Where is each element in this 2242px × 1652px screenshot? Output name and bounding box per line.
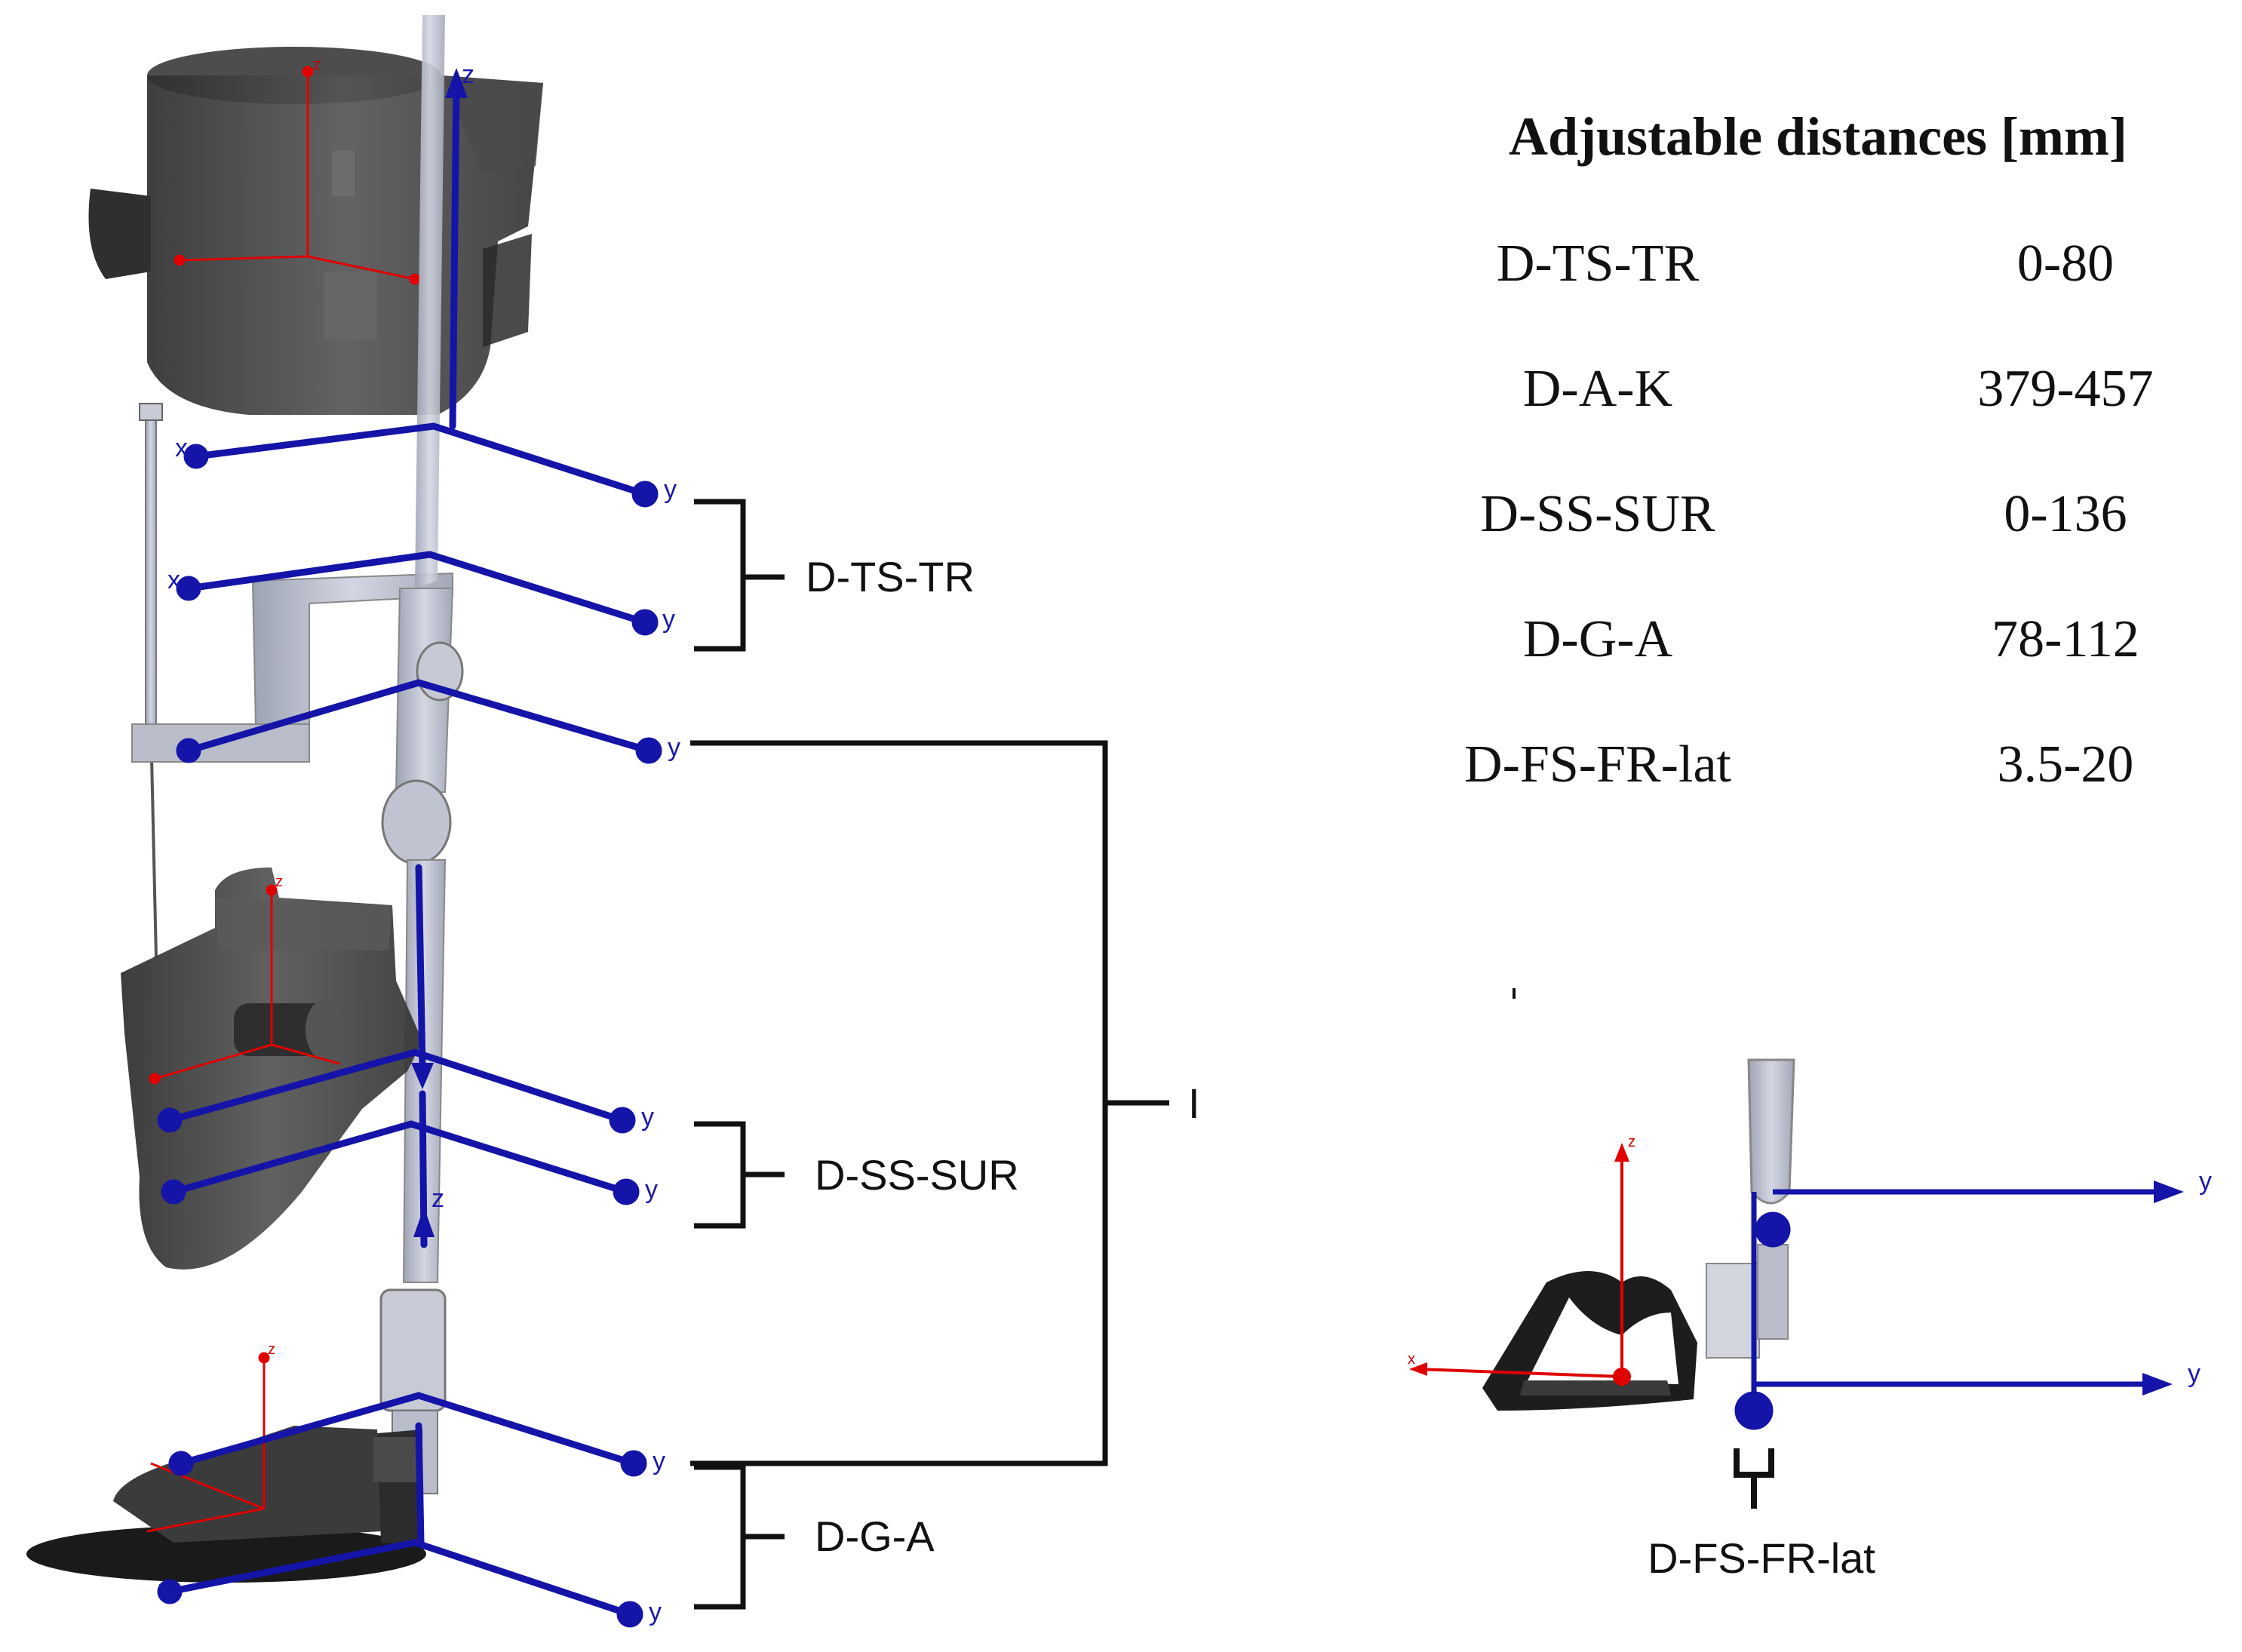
- row-name-4: D-FS-FR-lat: [1464, 735, 1731, 794]
- stray-mark: [1513, 988, 1516, 999]
- frame6-y-label: y: [653, 1447, 665, 1475]
- detail-y-label-bottom: y: [2188, 1359, 2201, 1388]
- foot-detail: z x y y D-FS-FR-lat: [1408, 988, 2212, 1582]
- label-d-g-a: D-G-A: [815, 1512, 935, 1560]
- lateral-rod: [139, 403, 163, 959]
- frame4-y-label: y: [641, 1103, 654, 1132]
- foot-plate: [26, 1426, 426, 1583]
- shank-shell-axes: [149, 884, 340, 1085]
- row-name-0: D-TS-TR: [1497, 235, 1700, 293]
- foot-z-label: z: [268, 1341, 275, 1358]
- detail-y-label-top: y: [2199, 1167, 2212, 1196]
- shank-shell: [121, 867, 422, 1270]
- frame1-y-label: y: [664, 475, 677, 504]
- row-range-3: 78-112: [1992, 610, 2139, 668]
- detail-shoe-sole: [1520, 1380, 1671, 1396]
- frame3-y-label: y: [668, 733, 680, 762]
- row-range-2: 0-136: [2004, 485, 2127, 543]
- detail-z-label: z: [1628, 1134, 1635, 1150]
- thigh-shell: [88, 47, 543, 415]
- frame7-x-label: x: [158, 1575, 171, 1604]
- reference-frames: [157, 68, 662, 1628]
- detail-reference-frames: [1734, 1181, 2184, 1430]
- reference-frame-labels: z x y x y y y y z y y x: [158, 60, 680, 1626]
- adjustable-distances-table: Adjustable distances [mm] D-TS-TR 0-80 D…: [1464, 106, 2154, 794]
- frame5-y-label: y: [645, 1175, 658, 1204]
- frame-z-label-top: z: [462, 60, 475, 89]
- frame-z-label-mid: z: [432, 1184, 444, 1213]
- row-name-1: D-A-K: [1523, 360, 1672, 418]
- thigh-z-label: z: [313, 57, 321, 73]
- dimension-brackets: [690, 499, 1169, 1610]
- label-d-fs-fr-lat: D-FS-FR-lat: [1648, 1534, 1875, 1582]
- thigh-shell-axes: [174, 66, 421, 285]
- label-d-ss-sur: D-SS-SUR: [815, 1151, 1019, 1199]
- orthosis-model: z: [26, 15, 680, 1628]
- row-range-1: 379-457: [1977, 360, 2153, 418]
- detail-ankle-plate: [1757, 1244, 1789, 1340]
- row-name-3: D-G-A: [1523, 610, 1673, 668]
- table-title: Adjustable distances [mm]: [1509, 106, 2127, 167]
- label-d-ts-tr: D-TS-TR: [806, 553, 975, 600]
- detail-bracket: [1734, 1448, 1774, 1509]
- frame1-x-label: x: [175, 434, 188, 462]
- frame7-y-label: y: [649, 1598, 662, 1626]
- detail-shoe-opening: [1528, 1297, 1678, 1384]
- label-d-a-k-clipped: I: [1188, 1079, 1200, 1127]
- row-range-0: 0-80: [2017, 235, 2114, 293]
- detail-foot-axes: [1409, 1143, 1631, 1386]
- detail-ankle-block: [1706, 1263, 1760, 1359]
- frame2-x-label: x: [167, 566, 180, 594]
- detail-bar: [1747, 1058, 1795, 1205]
- frame2-y-label: y: [662, 605, 675, 634]
- row-range-4: 3.5-20: [1998, 735, 2134, 794]
- shank-z-label: z: [275, 874, 283, 890]
- row-name-2: D-SS-SUR: [1480, 485, 1715, 543]
- foot-axes: [146, 1352, 270, 1533]
- detail-x-label: x: [1408, 1351, 1415, 1368]
